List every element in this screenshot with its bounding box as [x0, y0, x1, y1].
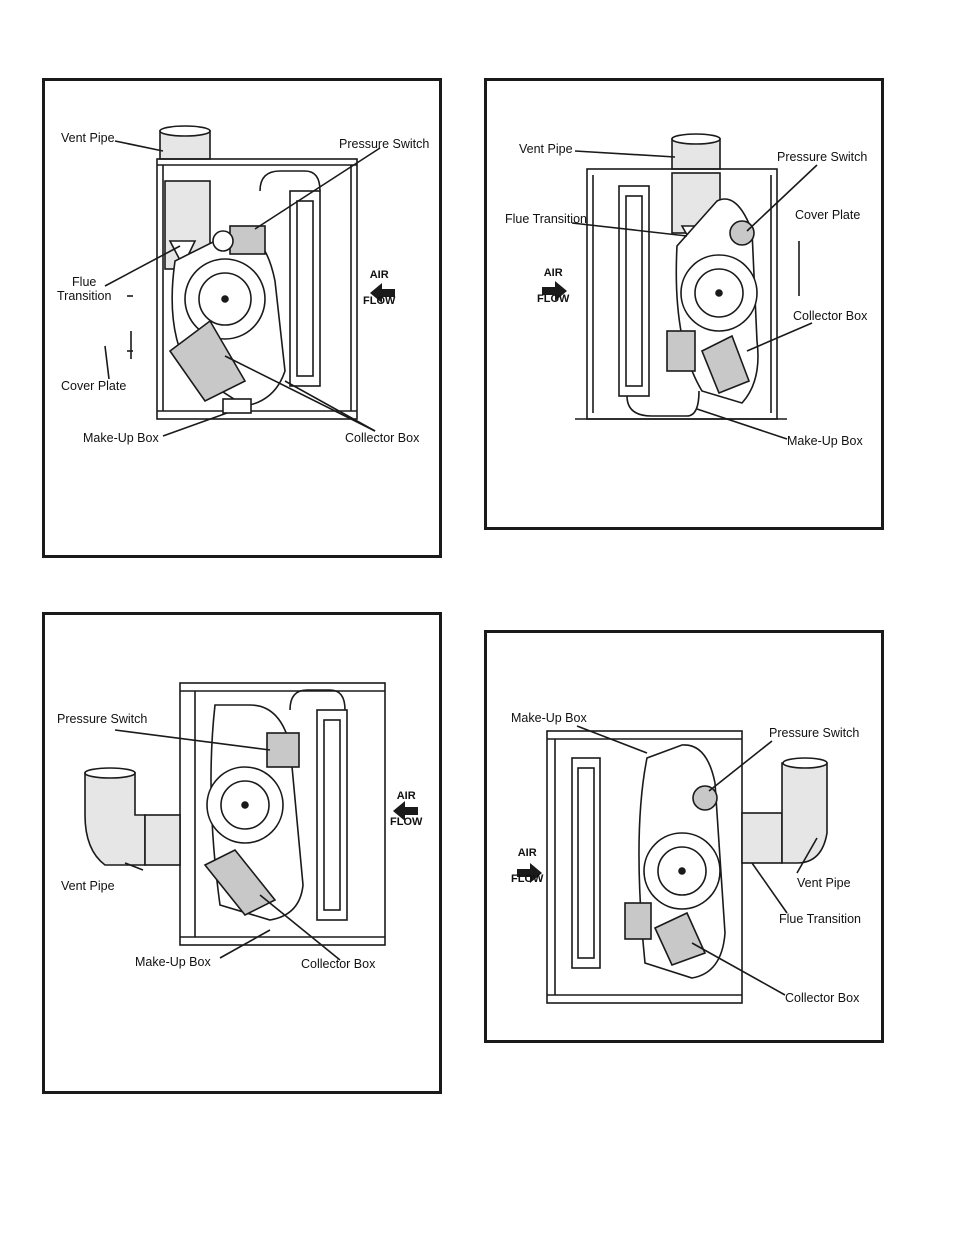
air-flow-label: AIR FLOW — [511, 847, 543, 886]
label-cover-plate: Cover Plate — [795, 208, 861, 222]
figure-panel-1: Vent Pipe Pressure Switch Flue Transitio… — [42, 78, 442, 558]
air-flow-label: AIR FLOW — [363, 269, 395, 308]
furnace-drawing-4 — [517, 725, 828, 1004]
furnace-drawing-2 — [542, 133, 818, 440]
air-text: AIR — [396, 790, 416, 802]
label-make-up-box: Make-Up Box — [787, 434, 863, 448]
label-pressure-switch: Pressure Switch — [57, 712, 148, 726]
flow-text: FLOW — [363, 295, 396, 307]
label-pressure-switch: Pressure Switch — [769, 726, 860, 740]
flow-text: FLOW — [537, 293, 570, 305]
label-make-up-box: Make-Up Box — [135, 955, 211, 969]
label-collector-box: Collector Box — [345, 431, 420, 445]
air-flow-label: AIR FLOW — [537, 267, 569, 306]
label-collector-box: Collector Box — [785, 991, 860, 1005]
label-cover-plate: Cover Plate — [61, 379, 127, 393]
label-make-up-box: Make-Up Box — [511, 711, 587, 725]
figure-panel-2: Vent Pipe Pressure Switch Flue Transitio… — [484, 78, 884, 530]
air-text: AIR — [517, 847, 537, 859]
furnace-drawing-3 — [84, 682, 418, 961]
label-flue-line2: Transition — [57, 289, 112, 303]
air-flow-arrow-left — [370, 283, 395, 303]
label-flue-transition: Flue Transition — [57, 275, 111, 303]
air-flow-arrow-left — [393, 801, 418, 821]
label-vent-pipe: Vent Pipe — [519, 142, 573, 156]
flow-text: FLOW — [511, 873, 544, 885]
air-flow-label: AIR FLOW — [390, 790, 422, 829]
air-text: AIR — [543, 267, 563, 279]
flow-text: FLOW — [390, 816, 423, 828]
label-vent-pipe: Vent Pipe — [797, 876, 851, 890]
label-flue-line1: Flue — [72, 275, 97, 289]
figure-panel-4: Make-Up Box Pressure Switch AIR FLOW Ven… — [484, 630, 884, 1043]
label-collector-box: Collector Box — [301, 957, 376, 971]
label-flue-transition: Flue Transition — [779, 912, 861, 926]
label-flue-transition: Flue Transition — [505, 212, 587, 226]
label-make-up-box: Make-Up Box — [83, 431, 159, 445]
figure-panel-3: Pressure Switch AIR FLOW Vent Pipe Make-… — [42, 612, 442, 1094]
label-collector-box: Collector Box — [793, 309, 868, 323]
air-text: AIR — [369, 269, 389, 281]
label-vent-pipe: Vent Pipe — [61, 131, 115, 145]
label-pressure-switch: Pressure Switch — [777, 150, 868, 164]
label-pressure-switch: Pressure Switch — [339, 137, 430, 151]
air-flow-arrow-right — [542, 281, 567, 301]
label-vent-pipe: Vent Pipe — [61, 879, 115, 893]
furnace-drawing-1 — [104, 125, 395, 437]
air-flow-arrow-right — [517, 863, 542, 883]
